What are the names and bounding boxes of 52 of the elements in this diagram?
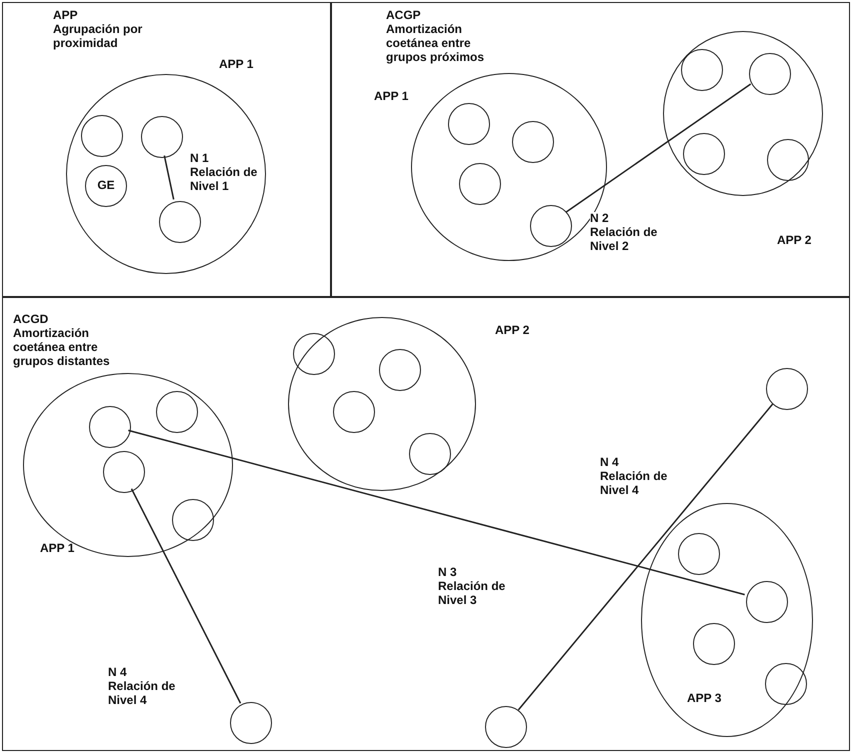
small-circle (333, 391, 375, 433)
small-circle (681, 49, 723, 91)
edge-label: N 4 Relación de Nivel 4 (600, 456, 670, 498)
connector-line (130, 488, 242, 704)
small-circle (293, 333, 335, 375)
small-circle (448, 103, 490, 145)
panel-title: ACGD (13, 313, 50, 327)
small-circle (749, 53, 791, 95)
small-circle (156, 391, 198, 433)
edge-label: N 4 Relación de Nivel 4 (108, 666, 178, 708)
small-circle (230, 702, 272, 744)
group-circle (23, 373, 233, 557)
edge-label: N 3 Relación de Nivel 3 (438, 566, 508, 608)
small-circle (85, 165, 127, 207)
panel-subtitle: Agrupación por proximidad (53, 23, 144, 51)
panel-subtitle: Amortización coetánea entre grupos distantes (13, 327, 111, 368)
small-circle (485, 706, 527, 748)
group-label: APP 1 (219, 58, 254, 72)
group-label: APP 3 (687, 692, 722, 706)
group-label: APP 2 (495, 324, 530, 338)
connector-line (164, 155, 174, 200)
small-circle (81, 115, 123, 157)
small-circle (159, 201, 201, 243)
connector-line (566, 83, 752, 213)
panel-title: APP (53, 9, 79, 23)
edge-label: N 1 Relación de Nivel 1 (190, 152, 260, 194)
small-circle (409, 433, 451, 475)
small-circle (530, 205, 572, 247)
small-circle (103, 451, 145, 493)
edge-label: N 2 Relación de Nivel 2 (590, 212, 660, 254)
connector-line (518, 404, 774, 710)
small-circle (765, 663, 807, 705)
small-circle (172, 499, 214, 541)
small-circle (512, 121, 554, 163)
small-circle (89, 406, 131, 448)
small-circle (141, 116, 183, 158)
small-circle (693, 623, 735, 665)
small-circle (746, 581, 788, 623)
group-circle (641, 503, 813, 737)
circle-label: GE (96, 179, 116, 193)
small-circle (767, 139, 809, 181)
small-circle (683, 133, 725, 175)
small-circle (379, 349, 421, 391)
group-label: APP 1 (374, 90, 408, 104)
panel-title: ACGP (386, 9, 422, 23)
group-label: APP 2 (777, 234, 812, 248)
small-circle (459, 163, 501, 205)
group-label: APP 1 (40, 542, 74, 556)
panel-subtitle: Amortización coetánea entre grupos próximos (386, 23, 486, 64)
small-circle (678, 533, 720, 575)
small-circle (766, 368, 808, 410)
connector-line (128, 430, 745, 596)
